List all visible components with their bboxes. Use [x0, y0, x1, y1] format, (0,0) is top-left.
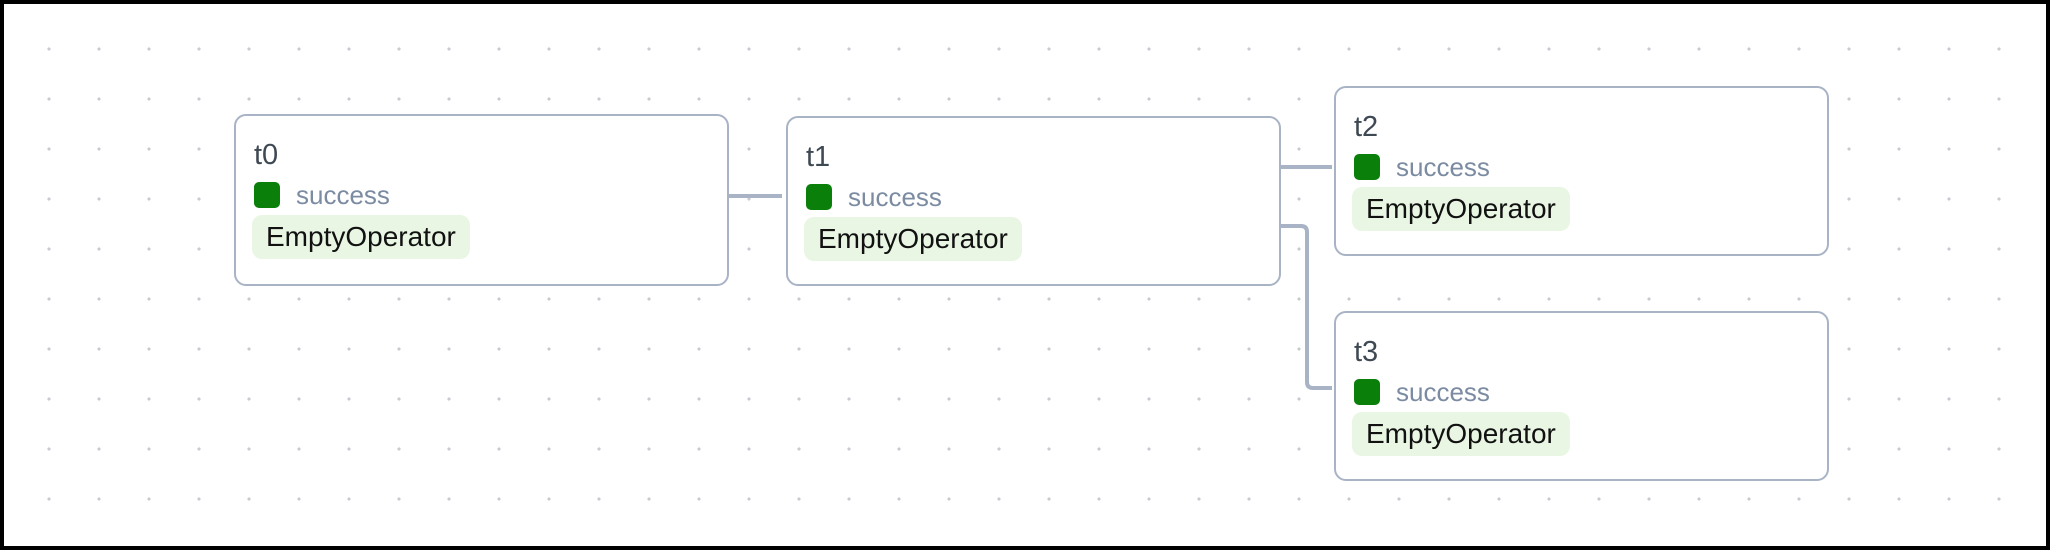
success-status-icon [1354, 379, 1380, 405]
task-state-label: success [1396, 152, 1490, 182]
task-status-row: success [806, 183, 942, 211]
success-status-icon [254, 182, 280, 208]
task-state-label: success [848, 182, 942, 212]
task-node-t3[interactable]: t3 success EmptyOperator [1334, 311, 1829, 481]
task-status-row: success [1354, 378, 1490, 406]
task-state-label: success [296, 180, 390, 210]
edge-t1-t3 [1279, 224, 1332, 390]
operator-badge: EmptyOperator [1352, 187, 1570, 231]
task-id: t1 [806, 141, 831, 173]
task-id: t3 [1354, 336, 1379, 368]
task-status-row: success [1354, 153, 1490, 181]
task-node-t2[interactable]: t2 success EmptyOperator [1334, 86, 1829, 256]
operator-badge: EmptyOperator [1352, 412, 1570, 456]
operator-badge: EmptyOperator [252, 215, 470, 259]
task-node-t1[interactable]: t1 success EmptyOperator [786, 116, 1281, 286]
task-node-t0[interactable]: t0 success EmptyOperator [234, 114, 729, 286]
task-id: t2 [1354, 111, 1379, 143]
operator-badge: EmptyOperator [804, 217, 1022, 261]
task-id: t0 [254, 139, 279, 171]
edge-layer [725, 165, 1332, 390]
success-status-icon [1354, 154, 1380, 180]
success-status-icon [806, 184, 832, 210]
task-state-label: success [1396, 377, 1490, 407]
task-status-row: success [254, 181, 390, 209]
